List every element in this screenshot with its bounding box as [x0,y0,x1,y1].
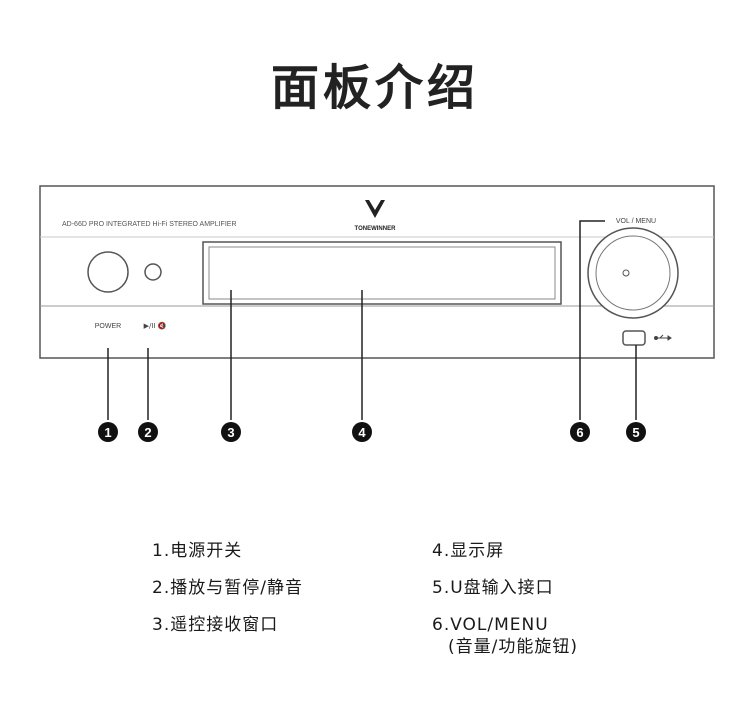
brand-logo-text: TONEWINNER [355,226,397,232]
svg-text:1: 1 [104,425,111,440]
svg-text:2: 2 [144,425,151,440]
volume-knob-indicator [622,269,630,277]
marker-1: 1 [98,422,118,442]
leader-line-6 [579,220,605,420]
play-mute-button [144,263,162,281]
description-item-5: 5.U盘输入接口 [432,578,554,598]
usb-icon [654,334,672,341]
page-title: 面板介绍 [270,60,479,116]
play-mute-label: ▶/II 🔇 [144,321,167,330]
svg-text:4: 4 [358,425,366,440]
svg-text:3: 3 [227,425,234,440]
model-text: AD-66D PRO INTEGRATED Hi-Fi STEREO AMPLI… [62,221,237,228]
vol-menu-label: VOL / MENU [616,218,656,225]
description-item-6: 6.VOL/MENU (音量/功能旋钮) [432,614,578,658]
marker-3: 3 [221,422,241,442]
description-item-3: 3.遥控接收窗口 [152,615,279,635]
volume-knob-inner [595,235,671,311]
display-window-inner [208,246,556,300]
power-knob [87,251,129,293]
svg-text:6: 6 [576,425,583,440]
amplifier-front-panel-diagram: AD-66D PRO INTEGRATED Hi-Fi STEREO AMPLI… [39,185,715,442]
display-window-outer [202,241,562,305]
marker-5: 5 [626,422,646,442]
tonewinner-logo-icon [365,200,385,218]
description-item-1: 1.电源开关 [152,541,243,561]
svg-text:5: 5 [632,425,639,440]
power-label: POWER [95,323,121,330]
usb-port [622,330,646,346]
marker-2: 2 [138,422,158,442]
volume-knob-outer [587,227,679,319]
description-item-4: 4.显示屏 [432,541,505,561]
description-item-6-subtitle: (音量/功能旋钮) [448,637,578,657]
description-item-2: 2.播放与暂停/静音 [152,578,303,598]
description-item-6-title: 6.VOL/MENU [432,615,549,635]
marker-4: 4 [352,422,372,442]
marker-6: 6 [570,422,590,442]
